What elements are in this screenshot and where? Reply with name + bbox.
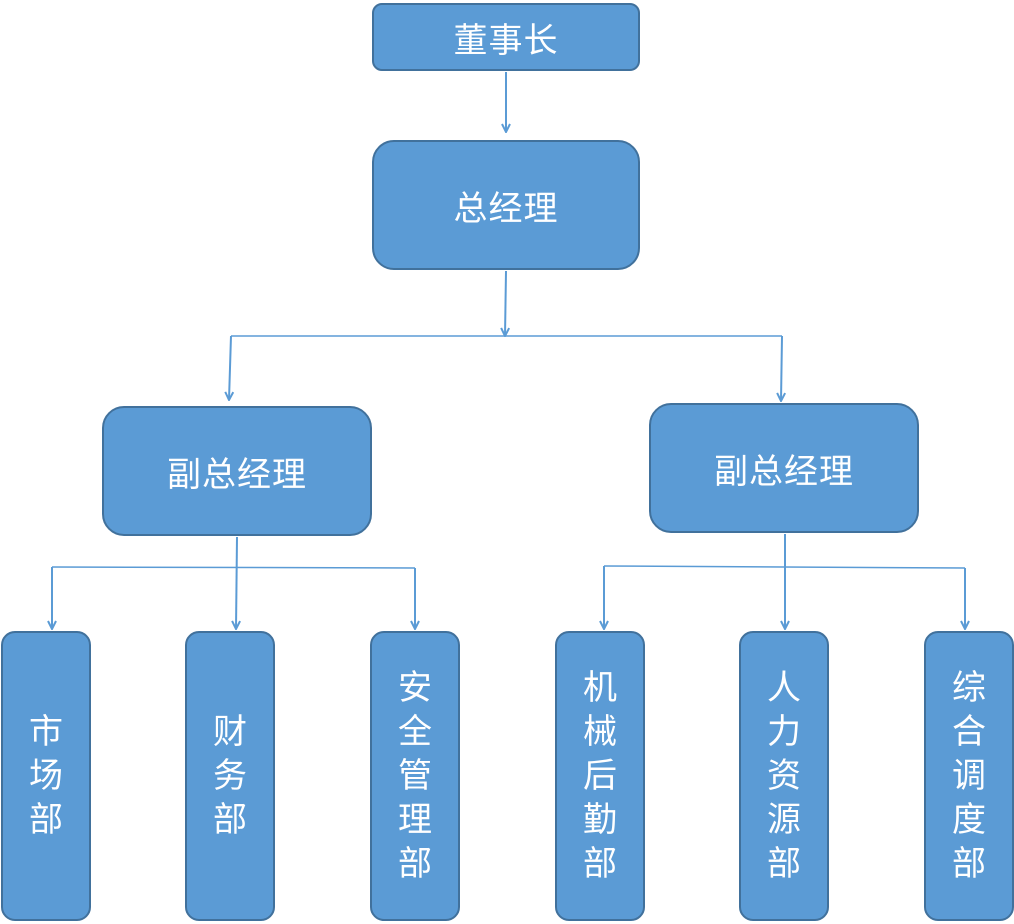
general-manager-label: 总经理 — [453, 188, 559, 229]
dept-hr-label: 人力资源部 — [767, 668, 801, 884]
deputy-manager-left-box: 副总经理 — [102, 406, 372, 536]
dept-dispatch-box: 综合调度部 — [924, 631, 1014, 921]
dept-finance-label: 财务部 — [213, 712, 247, 840]
dept-finance-box: 财务部 — [185, 631, 275, 921]
dept-dispatch-label: 综合调度部 — [952, 668, 986, 884]
general-manager-box: 总经理 — [372, 140, 640, 270]
deputy-manager-right-label: 副总经理 — [714, 451, 854, 492]
connector-deputy-left-down — [236, 536, 237, 629]
dept-safety-box: 安全管理部 — [370, 631, 460, 921]
arrow-gm-to-branch — [505, 270, 506, 336]
arrow-to-deputy-left — [229, 335, 231, 400]
deputy-manager-left-label: 副总经理 — [167, 454, 307, 495]
dept-machinery-label: 机械后勤部 — [583, 668, 617, 884]
branch-line-left — [51, 566, 416, 569]
chairman-label: 董事长 — [453, 20, 559, 61]
dept-safety-label: 安全管理部 — [398, 668, 432, 884]
dept-market-box: 市场部 — [1, 631, 91, 921]
chairman-box: 董事长 — [372, 3, 640, 71]
dept-machinery-box: 机械后勤部 — [555, 631, 645, 921]
dept-hr-box: 人力资源部 — [739, 631, 829, 921]
deputy-manager-right-box: 副总经理 — [649, 403, 919, 533]
dept-market-label: 市场部 — [29, 712, 63, 840]
arrow-to-deputy-right — [781, 335, 782, 401]
